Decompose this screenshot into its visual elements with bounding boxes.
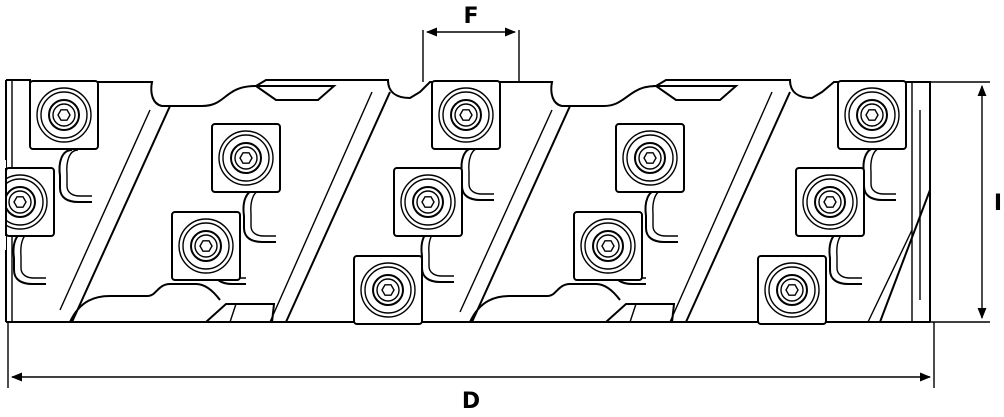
insert-icon [29, 80, 99, 150]
insert-icon [837, 80, 907, 150]
dimension-f: F [422, 4, 520, 82]
dimension-d-label: D [462, 389, 480, 414]
dimension-i: I [930, 81, 1002, 323]
helical-flutes [59, 91, 931, 323]
insert-icon [615, 123, 685, 193]
insert-icon [795, 167, 865, 237]
insert-icon [757, 255, 827, 325]
inserts [0, 80, 907, 325]
insert-icon [171, 211, 241, 281]
insert-icon [211, 123, 281, 193]
insert-icon [353, 255, 423, 325]
dimension-i-label: I [994, 191, 1002, 216]
dimension-f-label: F [463, 4, 478, 29]
insert-icon [0, 160, 55, 250]
insert-icon [573, 211, 643, 281]
insert-icon [431, 80, 501, 150]
insert-icon [393, 167, 463, 237]
dimension-d: D [7, 322, 935, 414]
wedges [203, 85, 739, 323]
